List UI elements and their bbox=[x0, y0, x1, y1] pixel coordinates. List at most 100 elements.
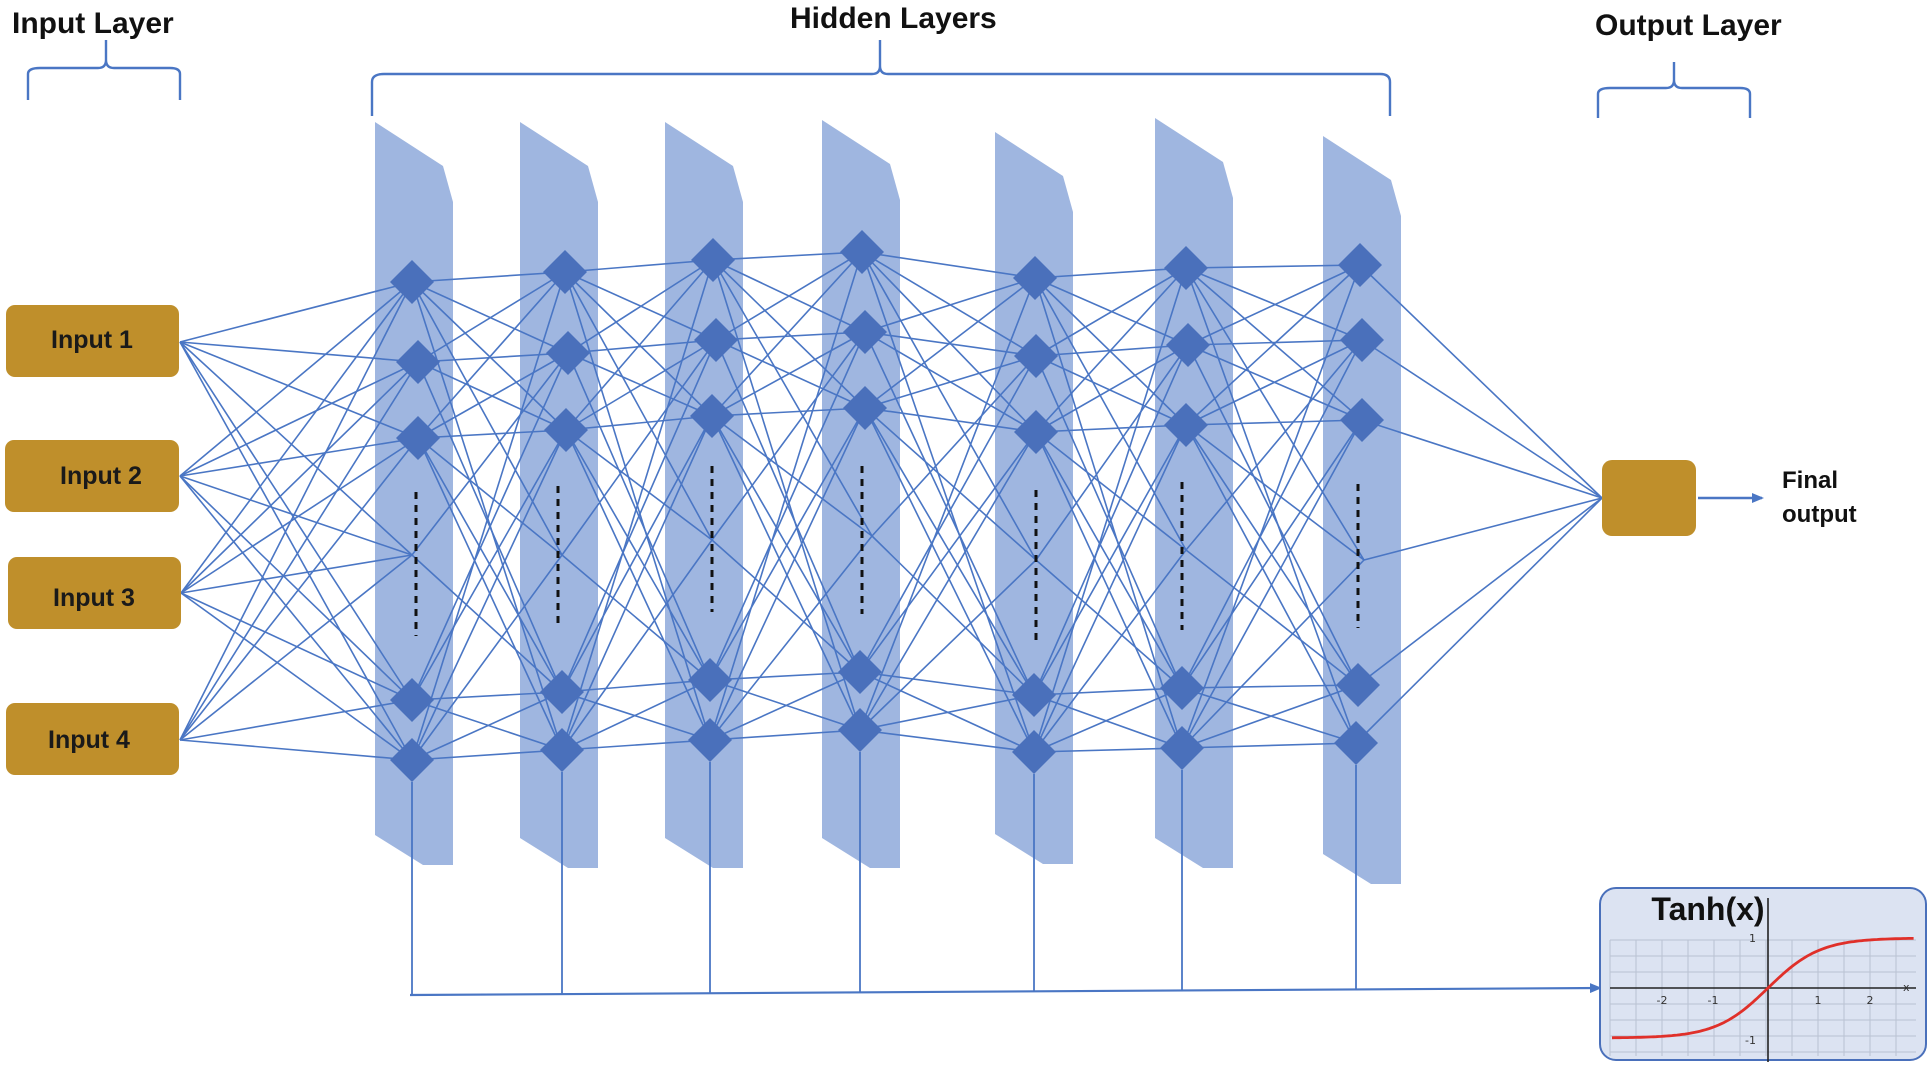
input-node-2: Input 2 bbox=[5, 440, 179, 512]
tanh-grid bbox=[1609, 939, 1916, 1056]
conn-h2n1-h3mid bbox=[564, 271, 713, 541]
conn-h3n5-h4n5 bbox=[709, 729, 861, 741]
conn-in3-h1n5 bbox=[180, 592, 413, 761]
conn-h3n2-h4n1 bbox=[715, 251, 863, 341]
conn-h2n3-h3n3 bbox=[565, 415, 713, 431]
conn-h5n2-h6n2 bbox=[1035, 344, 1189, 357]
conn-h5n2-h6n3 bbox=[1035, 355, 1187, 426]
conn-h5n1-h6n1 bbox=[1034, 267, 1187, 279]
conn-h3n3-h4n3 bbox=[711, 407, 866, 417]
conn-h4n2-h5n4 bbox=[864, 331, 1035, 696]
hidden-node-l2-n4 bbox=[540, 670, 584, 714]
conn-h3n1-h4n1 bbox=[712, 251, 863, 261]
conn-in2-h1n5 bbox=[179, 475, 413, 761]
conn-h2mid-h3n2 bbox=[561, 339, 717, 556]
conn-h1n3-h2n2 bbox=[417, 352, 569, 439]
tanh-ytick-neg1: -1 bbox=[1745, 1034, 1756, 1047]
conn-h1n1-h2mid bbox=[411, 281, 563, 556]
hidden-node-l5-n5 bbox=[1012, 730, 1056, 774]
conn-h5n4-h6n2 bbox=[1033, 344, 1189, 696]
hidden-node-l5-n1 bbox=[1013, 256, 1057, 300]
conn-h7n1-out bbox=[1359, 264, 1603, 499]
conn-h5n5-h6mid bbox=[1033, 549, 1187, 753]
input-label-3: Input 3 bbox=[53, 584, 135, 612]
hidden-layers-brace bbox=[370, 40, 1392, 116]
activation-drop-lines bbox=[411, 752, 1357, 995]
hidden-node-l1-n1 bbox=[390, 260, 434, 304]
output-node bbox=[1602, 460, 1696, 536]
hidden-node-l5-n3 bbox=[1014, 410, 1058, 454]
hidden-layer-band-1 bbox=[375, 122, 453, 865]
hidden-node-l3-n1 bbox=[691, 238, 735, 282]
conn-h1n5-h2n4 bbox=[411, 691, 563, 761]
conn-h5n4-h6n5 bbox=[1033, 694, 1183, 749]
conn-h3n5-h4mid bbox=[709, 535, 873, 741]
conn-h6n3-h7mid bbox=[1185, 424, 1365, 561]
conn-h1n1-h2n3 bbox=[411, 281, 567, 431]
conn-h6n5-h7n3 bbox=[1181, 419, 1363, 749]
conn-h4n1-h5n1 bbox=[861, 251, 1036, 279]
conn-h2n4-h3n5 bbox=[561, 691, 711, 741]
conn-h1n3-h2n1 bbox=[417, 271, 566, 439]
conn-in1-h1n3 bbox=[179, 341, 419, 439]
hidden-layer-band-7 bbox=[1323, 136, 1401, 884]
conn-in2-h1n4 bbox=[179, 475, 413, 701]
conn-in2-h1n3 bbox=[179, 437, 419, 477]
conn-in3-h1n2 bbox=[180, 361, 419, 594]
conn-h1n4-h2n2 bbox=[411, 352, 569, 701]
conn-h4n5-h5n5 bbox=[859, 729, 1035, 753]
conn-h7n3-out bbox=[1361, 419, 1603, 499]
conn-h5n5-h6n1 bbox=[1033, 267, 1187, 753]
conn-in4-h1mid bbox=[179, 554, 413, 741]
hidden-node-l1-n4 bbox=[390, 678, 434, 722]
conn-h1n4-h2n4 bbox=[411, 691, 563, 701]
conn-h4n4-h5n4 bbox=[859, 671, 1035, 696]
output-layer-heading: Output Layer bbox=[1595, 9, 1782, 42]
hidden-node-l7-n1 bbox=[1338, 243, 1382, 287]
conn-h6n3-h7n2 bbox=[1185, 339, 1363, 426]
conn-h2n5-h3n1 bbox=[561, 259, 714, 751]
conn-h7mid-out bbox=[1363, 497, 1603, 561]
conn-in2-h1n1 bbox=[179, 281, 413, 477]
conn-h4n2-h5n2 bbox=[864, 331, 1037, 357]
hidden-node-l4-n5 bbox=[838, 708, 882, 752]
conn-h4n3-h5mid bbox=[864, 407, 1037, 561]
conn-h4n4-h5n2 bbox=[859, 355, 1037, 673]
conn-h3mid-h4n2 bbox=[711, 331, 866, 541]
conn-in4-h1n3 bbox=[179, 437, 419, 741]
input-layer-brace bbox=[26, 40, 182, 100]
hidden-layers-heading: Hidden Layers bbox=[790, 2, 997, 35]
input-label-1: Input 1 bbox=[51, 326, 133, 354]
conn-h7n5-out bbox=[1355, 497, 1603, 744]
conn-h5n3-h6n1 bbox=[1035, 267, 1187, 433]
hidden-node-l7-n5 bbox=[1334, 721, 1378, 765]
conn-h6n5-h7n4 bbox=[1181, 684, 1359, 749]
conn-h4n5-h5n3 bbox=[859, 431, 1037, 731]
conn-h6mid-h7n4 bbox=[1185, 549, 1359, 686]
input-label-4: Input 4 bbox=[48, 726, 130, 754]
conn-in2-h1mid bbox=[179, 475, 413, 556]
conn-h4n1-h5n3 bbox=[861, 251, 1037, 433]
conn-h2n3-h3n2 bbox=[565, 339, 717, 431]
hidden-layer-nodes bbox=[390, 230, 1384, 782]
conn-h2n1-h3n1 bbox=[564, 259, 714, 273]
conn-h2n2-h3n2 bbox=[567, 339, 717, 354]
tanh-xtick-neg1: -1 bbox=[1708, 994, 1719, 1007]
conn-h3n4-h4n2 bbox=[709, 331, 866, 681]
conn-h5n5-h6n4 bbox=[1033, 687, 1183, 753]
conn-h6n1-h7n2 bbox=[1185, 267, 1363, 341]
conn-in3-h1n3 bbox=[180, 437, 419, 594]
hidden-node-l4-n4 bbox=[838, 650, 882, 694]
final-output-label-line2: output bbox=[1782, 501, 1857, 528]
hidden-node-l1-n3 bbox=[396, 416, 440, 460]
conn-h1n4-h2n5 bbox=[411, 699, 563, 751]
conn-in1-h1n4 bbox=[179, 341, 413, 701]
conn-h2n3-h3mid bbox=[565, 429, 713, 541]
tanh-xtick-2: 2 bbox=[1867, 994, 1874, 1007]
conn-h4mid-h5n2 bbox=[871, 355, 1037, 537]
conn-h4n5-h5mid bbox=[859, 559, 1037, 731]
conn-h3n3-h4mid bbox=[711, 415, 873, 537]
conn-h5n5-h6n3 bbox=[1033, 424, 1187, 753]
input-layer-heading: Input Layer bbox=[12, 7, 174, 40]
conn-h5n4-h6n4 bbox=[1033, 687, 1183, 696]
